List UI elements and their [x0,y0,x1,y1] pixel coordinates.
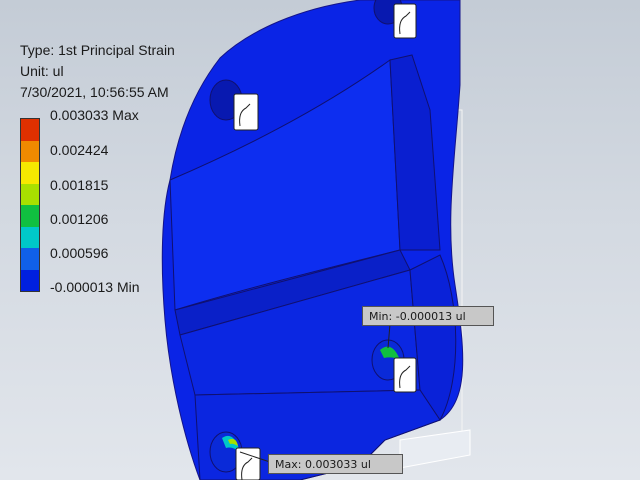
legend-swatch-7 [21,270,39,291]
hot-spot-bottom-left [222,435,240,452]
clip-tab-top-right [393,3,417,39]
color-legend-bar [20,118,40,292]
legend-unit: Unit: ul [20,63,64,79]
legend-swatch-6 [21,248,39,270]
legend-swatch-5 [21,227,39,248]
min-probe-label[interactable]: Min: -0.000013 ul [362,306,494,326]
hot-spot-bottom-right [380,346,400,360]
clip-tab-bottom-left [235,447,261,480]
right-lower-face [409,254,457,421]
legend-timestamp: 7/30/2021, 10:56:55 AM [20,84,169,100]
legend-result-type: Type: 1st Principal Strain [20,42,175,58]
min-probe-leader [387,323,391,349]
legend-tick: 0.002424 [50,142,109,158]
right-face [389,54,441,251]
legend-swatch-2 [21,162,39,184]
legend-swatch-1 [21,141,39,162]
legend-swatch-3 [21,184,39,205]
legend-swatch-4 [21,205,39,227]
max-probe-leader [239,451,271,463]
legend-tick: 0.000596 [50,245,109,261]
legend-tick-max: 0.003033 Max [50,107,139,123]
legend-tick-min: -0.000013 Min [50,279,140,295]
strain-mesh[interactable] [161,0,464,480]
max-probe-label[interactable]: Max: 0.003033 ul [268,454,403,474]
legend-tick: 0.001206 [50,211,109,227]
clip-tab-top-left [233,93,259,131]
clip-tab-bottom-right [393,357,417,393]
legend-swatch-0 [21,119,39,141]
legend-tick: 0.001815 [50,177,109,193]
